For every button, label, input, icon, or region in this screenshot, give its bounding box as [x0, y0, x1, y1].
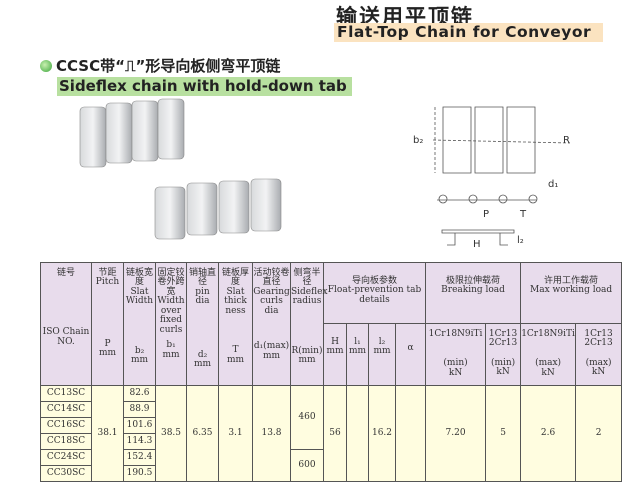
cell-l1: [346, 385, 369, 482]
th-work-m2: 1Cr13 2Cr13(max)kN: [575, 323, 623, 386]
cell-chain: CC18SC: [40, 433, 92, 450]
cell-alpha: [394, 385, 427, 482]
th-alpha: α: [394, 323, 427, 386]
cell-break2: 5: [485, 385, 522, 482]
label-b2: b₂: [413, 135, 423, 146]
cell-d1: 13.8: [252, 385, 291, 482]
label-l2: l₂: [517, 235, 524, 246]
table-row: CC24SC 152.4 600: [40, 449, 622, 482]
cell-chain: CC24SC: [40, 449, 92, 466]
cell-b2: 88.9: [123, 401, 156, 418]
cell-r2: 600: [290, 449, 324, 482]
cell-pitch: 38.1: [91, 385, 124, 482]
label-d1: d₁: [548, 179, 558, 190]
table-row: CC30SC 190.5: [40, 465, 622, 482]
chain-diagram: b₂ R d₁ P T H l₂: [413, 106, 571, 250]
cell-break1: 7.20: [425, 385, 487, 482]
th-break-m1: 1Cr18N9iTi(min)kN: [425, 323, 487, 386]
bullet-icon: [40, 59, 52, 72]
cell-b2: 190.5: [123, 465, 156, 482]
cell-d2: 6.35: [186, 385, 219, 482]
section-title-cn: CCSC带“⎍”形导向板侧弯平顶链: [40, 55, 280, 76]
cell-work1: 2.6: [520, 385, 577, 482]
cell-h: 56: [323, 385, 347, 482]
section-title-en: Sideflex chain with hold-down tab: [57, 77, 352, 96]
cell-chain: CC14SC: [40, 401, 92, 418]
page-title-en: Flat-Top Chain for Conveyor: [334, 23, 604, 42]
cell-chain: CC16SC: [40, 417, 92, 434]
chain-photo: [79, 98, 282, 240]
cell-work2: 2: [575, 385, 623, 482]
cell-b2: 152.4: [123, 449, 156, 466]
table-row: CC16SC 101.6: [40, 417, 622, 434]
label-p: P: [483, 209, 489, 220]
label-r: R: [563, 135, 570, 146]
cell-b2: 82.6: [123, 385, 156, 402]
cell-b2: 114.3: [123, 433, 156, 450]
cell-chain: CC30SC: [40, 465, 92, 482]
label-h: H: [473, 239, 481, 250]
label-t: T: [519, 209, 527, 220]
section-title-text: CCSC带“⎍”形导向板侧弯平顶链: [56, 57, 281, 75]
cell-b2: 101.6: [123, 417, 156, 434]
cell-l2: 16.2: [368, 385, 396, 482]
cell-t: 3.1: [218, 385, 253, 482]
th-break-m2: 1Cr13 2Cr13(min)kN: [485, 323, 522, 386]
cell-r1: 460: [290, 385, 324, 450]
cell-chain: CC13SC: [40, 385, 92, 402]
th-work-m1: 1Cr18N9iTi(max)kN: [520, 323, 577, 386]
cell-b1: 38.5: [155, 385, 187, 482]
table-row: CC13SC 38.1 82.6 38.5 6.35 3.1 13.8 460 …: [40, 385, 623, 482]
